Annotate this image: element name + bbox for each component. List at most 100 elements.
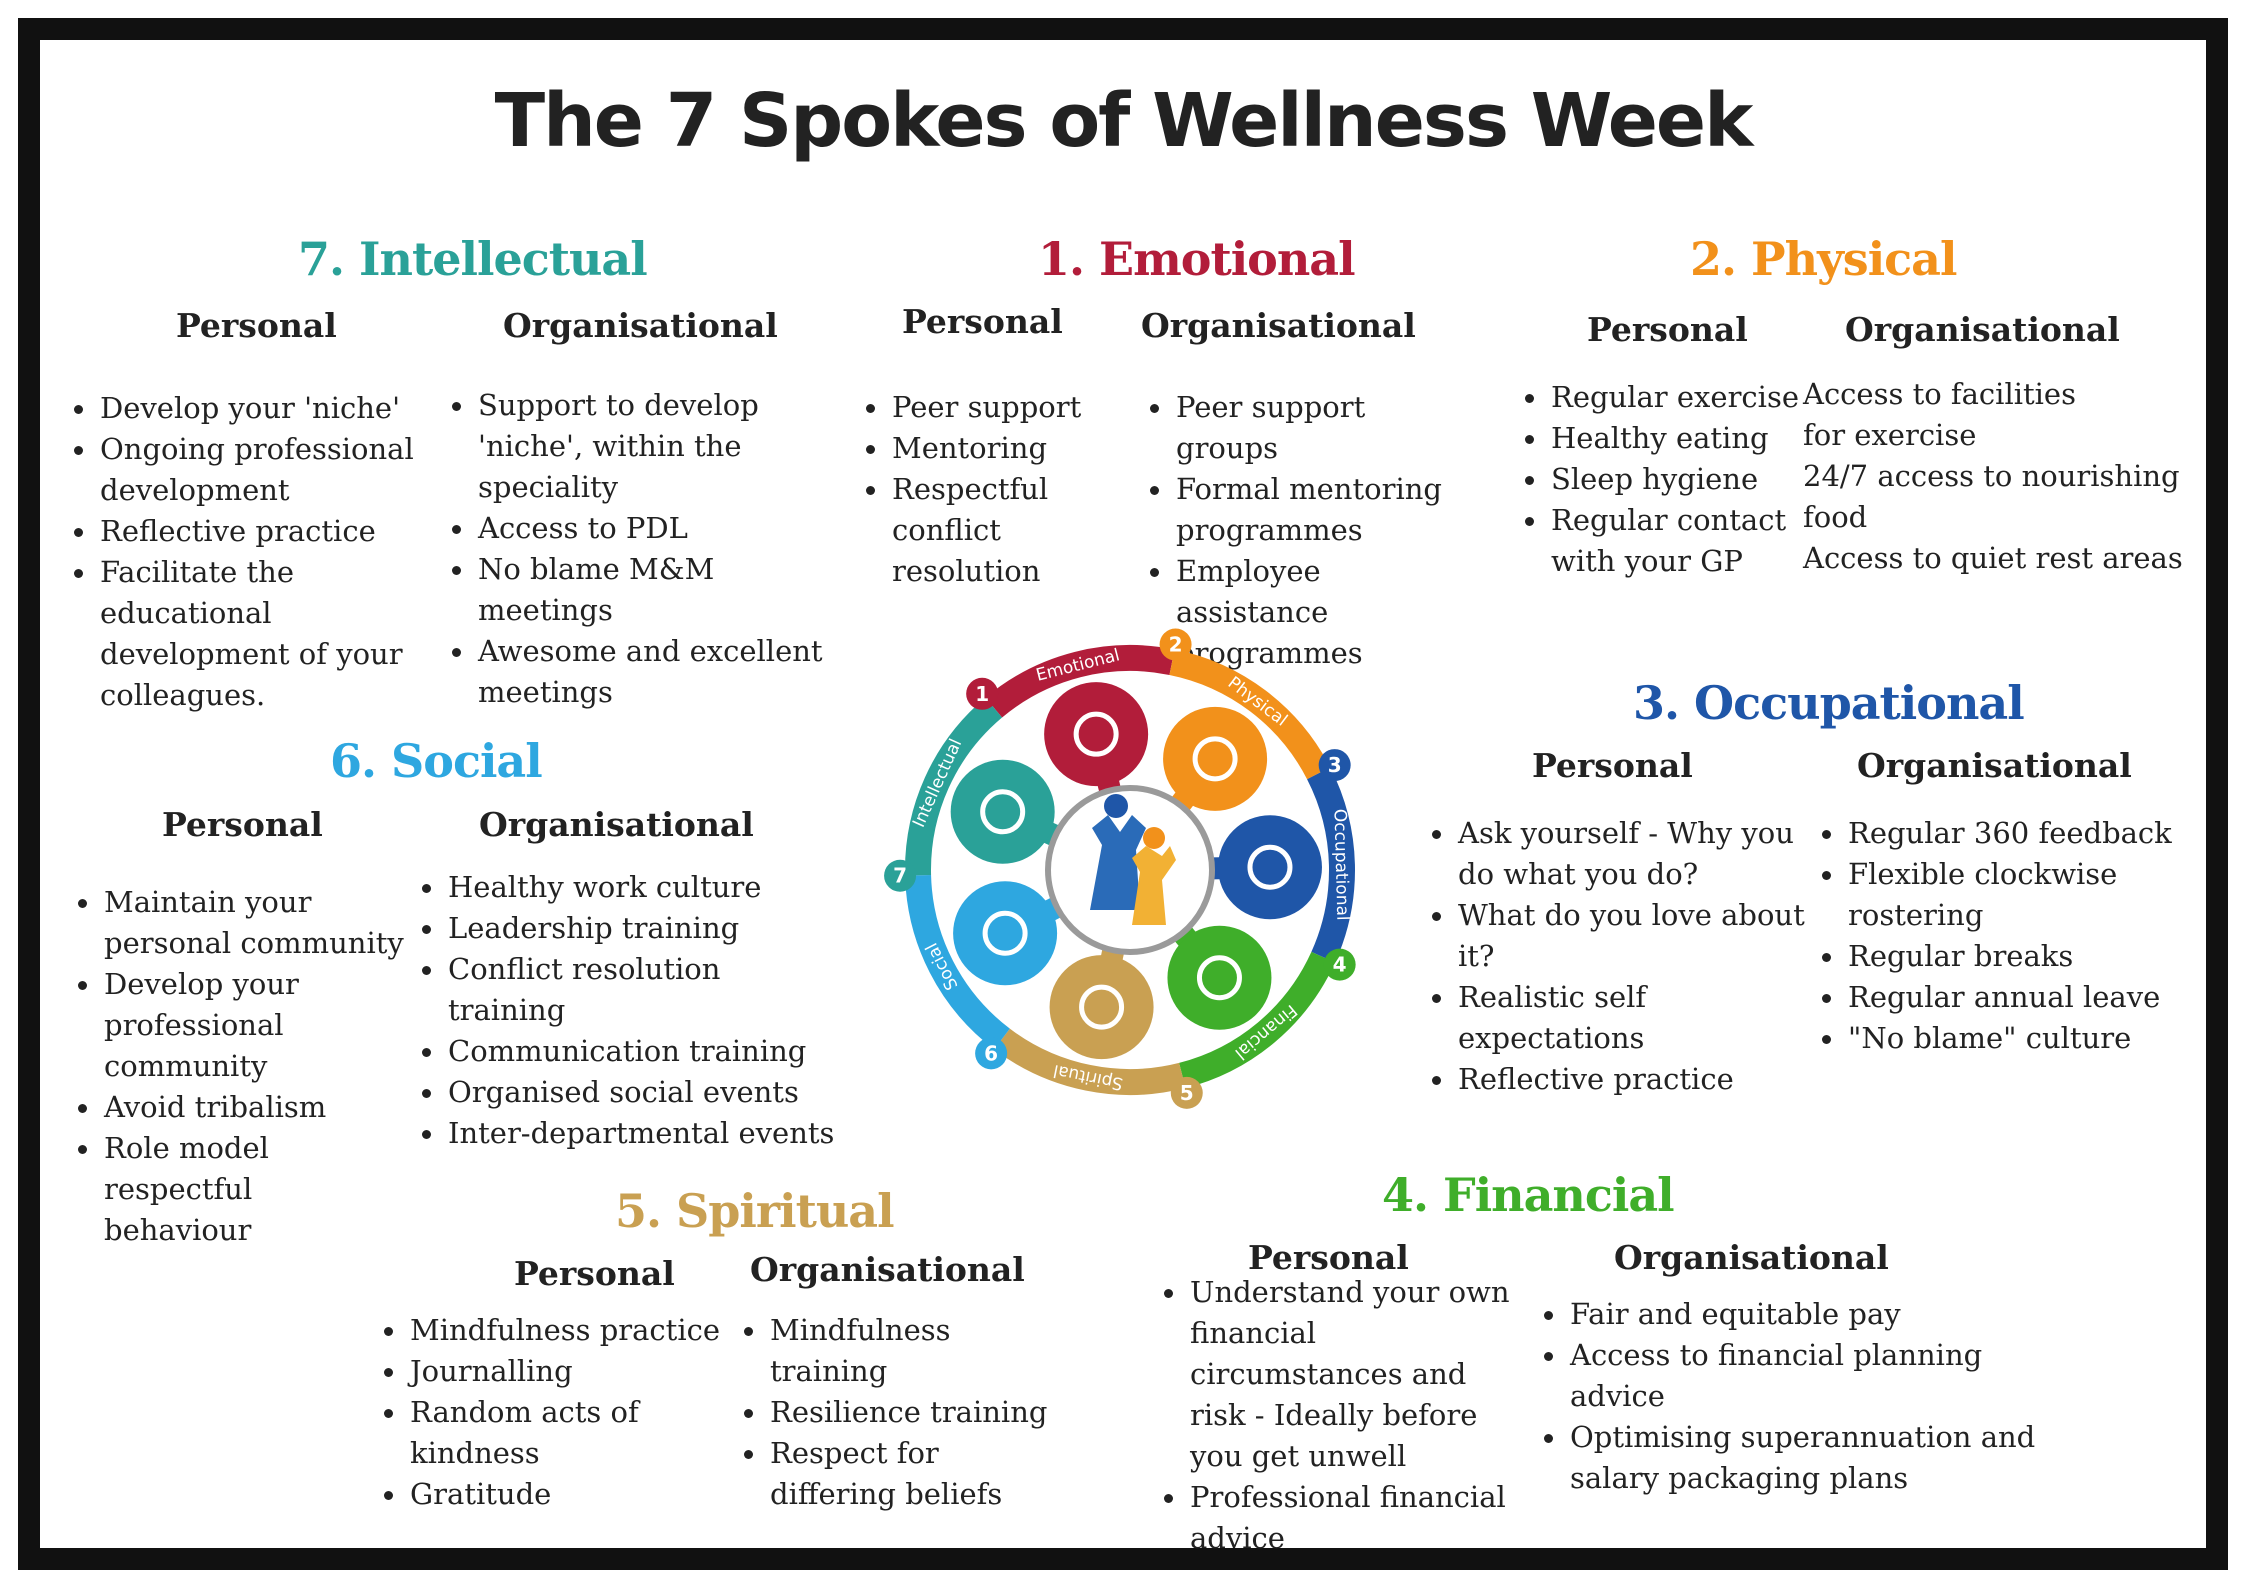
- wellness-wheel: EmotionalPhysicalOccupationalFinancialSp…: [884, 628, 1356, 1109]
- list-item: Maintain your personal community: [74, 882, 404, 964]
- icon-glyph: [1073, 711, 1119, 757]
- list-item: 24/7 access to nourishing: [1803, 459, 2180, 493]
- list-item: Awesome and excellent meetings: [448, 631, 828, 713]
- section-title: 4. Financial: [1382, 1168, 1675, 1222]
- list-item: Regular 360 feedback: [1818, 813, 2218, 854]
- number-badge-label: 5: [1180, 1081, 1194, 1105]
- personal-list: Understand your own financial circumstan…: [1160, 1272, 1520, 1559]
- number-badge: [1323, 948, 1356, 981]
- icon-glyph: [1079, 984, 1125, 1030]
- number-badge-label: 6: [984, 1041, 998, 1065]
- list-item: Reflective practice: [70, 511, 450, 552]
- list-item: Mindfulness practice: [380, 1310, 750, 1351]
- list-item: Random acts of kindness: [380, 1392, 750, 1474]
- list-item: Journalling: [380, 1351, 750, 1392]
- list-item: Peer support groups: [1146, 387, 1466, 469]
- list-item: Access to facilities: [1803, 377, 2076, 411]
- list-item: Flexible clockwise rostering: [1818, 854, 2218, 936]
- list-item: Professional financial advice: [1160, 1477, 1520, 1559]
- organisational-list: Support to develop 'niche', within the s…: [448, 385, 828, 713]
- list-item: Support to develop 'niche', within the s…: [448, 385, 828, 508]
- section-title: 2. Physical: [1690, 232, 1957, 286]
- list-item: Realistic self expectations: [1428, 977, 1828, 1059]
- briefcase-icon: [1217, 815, 1322, 920]
- calculator-icon: [1167, 925, 1272, 1030]
- ring-segment-intellectual: [905, 697, 1003, 876]
- list-item: Resilience training: [740, 1392, 1060, 1433]
- personal-heading: Personal: [176, 306, 337, 345]
- list-item: Optimising superannuation and salary pac…: [1540, 1417, 2060, 1499]
- list-item: Access to PDL: [448, 508, 828, 549]
- list-item: Avoid tribalism: [74, 1087, 404, 1128]
- list-item: What do you love about it?: [1428, 895, 1828, 977]
- icon-glyph: [1247, 844, 1293, 890]
- ring-segment-emotional: [985, 645, 1175, 718]
- ring-segment-physical: [1169, 649, 1331, 780]
- organisational-list: Fair and equitable pay Access to financi…: [1540, 1294, 2060, 1499]
- number-badge-label: 1: [975, 682, 989, 706]
- list-item: Healthy work culture: [418, 867, 838, 908]
- list-item: Role model respectful behaviour: [74, 1128, 404, 1251]
- list-item: for exercise: [1803, 418, 1977, 452]
- athletes-icon: [1090, 794, 1176, 925]
- icon-glyph: [1192, 736, 1238, 782]
- personal-list: Mindfulness practice Journalling Random …: [380, 1310, 750, 1515]
- yin-yang-icon: [1049, 955, 1154, 1060]
- number-badge-label: 4: [1333, 953, 1347, 977]
- personal-list: Ask yourself - Why you do what you do? W…: [1428, 813, 1828, 1100]
- list-item: food: [1803, 500, 1868, 534]
- organisational-heading: Organisational: [1614, 1238, 1889, 1277]
- organisational-heading: Organisational: [479, 805, 754, 844]
- list-item: Access to financial planning advice: [1540, 1335, 2060, 1417]
- list-item: Reflective practice: [1428, 1059, 1828, 1100]
- list-item: Healthy eating: [1521, 418, 1811, 459]
- number-badge: [1159, 628, 1192, 661]
- personal-heading: Personal: [514, 1254, 675, 1293]
- ring-segment-spiritual: [994, 1028, 1186, 1095]
- personal-heading: Personal: [1587, 310, 1748, 349]
- list-item: Access to quiet rest areas: [1803, 541, 2183, 575]
- list-item: No blame M&M meetings: [448, 549, 828, 631]
- personal-list: Maintain your personal community Develop…: [74, 882, 404, 1251]
- list-item: Employee assistance programmes: [1146, 551, 1466, 674]
- section-title: 5. Spiritual: [615, 1184, 895, 1238]
- list-item: Communication training: [418, 1031, 838, 1072]
- personal-heading: Personal: [162, 805, 323, 844]
- personal-list: Regular exercise Healthy eating Sleep hy…: [1521, 377, 1811, 582]
- list-item: Peer support: [862, 387, 1152, 428]
- ring-label-occupational: Occupational: [1330, 809, 1353, 921]
- number-badge: [1318, 749, 1351, 782]
- list-item: Respect for differing beliefs: [740, 1433, 1060, 1515]
- organisational-heading: Organisational: [750, 1250, 1025, 1289]
- list-item: Conflict resolution training: [418, 949, 838, 1031]
- number-badge-label: 7: [893, 864, 907, 888]
- ring-segment-financial: [1178, 951, 1336, 1089]
- icon-glyph: [982, 910, 1028, 956]
- list-item: Formal mentoring programmes: [1146, 469, 1466, 551]
- list-item: Mentoring: [862, 428, 1152, 469]
- list-item: Understand your own financial circumstan…: [1160, 1272, 1520, 1477]
- organisational-list: Healthy work culture Leadership training…: [418, 867, 838, 1154]
- list-item: Regular breaks: [1818, 936, 2218, 977]
- organisational-list: Peer support groups Formal mentoring pro…: [1146, 387, 1466, 674]
- personal-list: Develop your 'niche' Ongoing professiona…: [70, 388, 450, 716]
- graduate-owl-icon: [950, 759, 1055, 864]
- number-badge: [884, 859, 917, 892]
- list-item: Inter-departmental events: [418, 1113, 838, 1154]
- number-badge: [966, 677, 999, 710]
- list-item: "No blame" culture: [1818, 1018, 2218, 1059]
- list-item: Fair and equitable pay: [1540, 1294, 2060, 1335]
- organisational-heading: Organisational: [503, 306, 778, 345]
- heart-ecg-icon: [1044, 682, 1149, 787]
- cycle-people-icon: [953, 881, 1058, 986]
- weightlifter-icon: [1163, 706, 1268, 811]
- wheel-nodes: [950, 682, 1322, 1060]
- section-title: 1. Emotional: [1038, 232, 1356, 286]
- list-item: Ask yourself - Why you do what you do?: [1428, 813, 1828, 895]
- list-item: Sleep hygiene: [1521, 459, 1811, 500]
- list-item: Regular exercise: [1521, 377, 1811, 418]
- personal-heading: Personal: [1532, 746, 1693, 785]
- ring-segment-social: [905, 874, 1010, 1050]
- organisational-list: Access to facilities for exercise 24/7 a…: [1803, 374, 2183, 579]
- number-badge: [1170, 1076, 1203, 1109]
